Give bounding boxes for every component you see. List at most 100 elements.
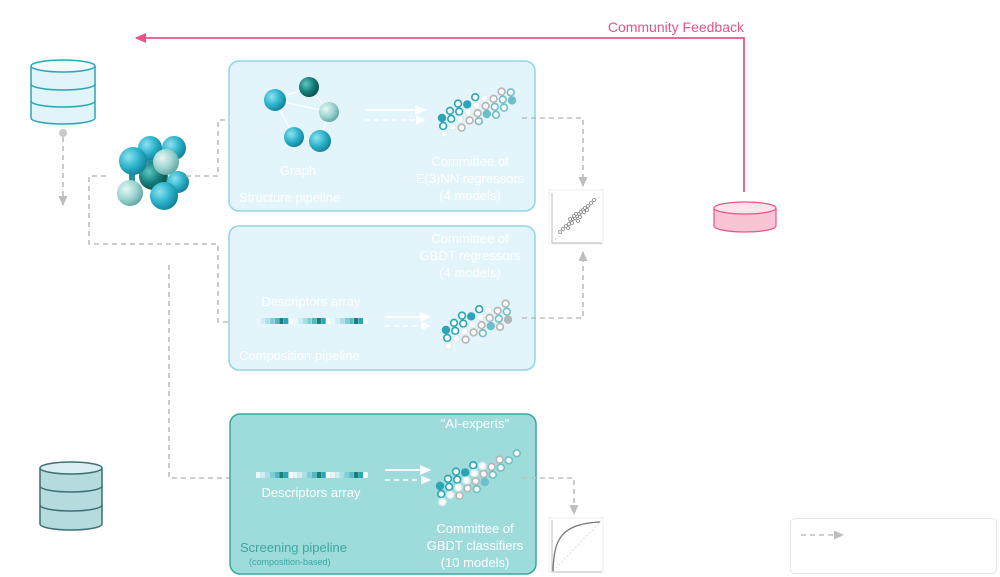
screening-committee-line-3: (10 models): [441, 555, 510, 570]
model-circle: [445, 106, 455, 116]
descriptor-cell: [256, 318, 261, 324]
model-circle: [471, 477, 480, 486]
screening-pipeline-panel: "AI-experts" Descriptors array Committee…: [229, 413, 537, 575]
model-circle: [445, 482, 454, 491]
graph-label: Graph: [280, 163, 316, 178]
model-circle: [501, 299, 510, 308]
descriptor-cell: [298, 318, 303, 324]
screening-committee-line-1: Committee of: [436, 521, 514, 536]
descriptor-cell: [340, 472, 345, 478]
descriptor-cell: [270, 318, 275, 324]
model-circle: [455, 491, 464, 500]
descriptor-cell: [256, 472, 261, 478]
model-circle: [512, 449, 521, 458]
screening-descriptors-array: [256, 472, 368, 478]
composition-committee-line-3: (4 models): [439, 265, 500, 280]
community-feedback-loop: Community Feedback: [134, 19, 777, 233]
composition-pipeline-panel: Committee of GBDT regressors (4 models) …: [228, 225, 536, 371]
model-circle: [468, 320, 477, 329]
model-circle: [503, 315, 513, 324]
descriptor-cell: [349, 472, 354, 478]
model-circle: [484, 305, 493, 315]
descriptor-cell: [363, 472, 368, 478]
descriptor-cell: [321, 472, 326, 478]
model-circle: [465, 116, 474, 125]
ai-experts-label: "AI-experts": [441, 416, 510, 431]
dashed-arrow-legend-icon: [801, 530, 845, 540]
feedback-database-icon: [713, 201, 777, 233]
model-circle: [460, 327, 469, 336]
model-circle: [477, 321, 486, 330]
model-circle: [491, 110, 501, 120]
descriptor-cell: [260, 318, 265, 324]
model-circle: [440, 129, 449, 139]
descriptor-cell: [279, 472, 284, 478]
database-icon-top: [30, 59, 96, 125]
model-circle: [446, 490, 455, 499]
descriptor-cell: [354, 318, 359, 324]
descriptor-cell: [344, 318, 349, 324]
descriptor-cell: [312, 318, 317, 324]
roc-plot-icon: [548, 517, 604, 573]
descriptor-cell: [316, 472, 321, 478]
descriptor-cell: [302, 472, 307, 478]
model-circle: [463, 100, 472, 109]
descriptor-cell: [326, 472, 331, 478]
model-circle: [475, 305, 484, 314]
model-circle: [493, 306, 502, 315]
model-circle: [462, 476, 471, 485]
descriptor-cell: [330, 318, 335, 324]
model-circle: [474, 116, 483, 126]
model-circle: [469, 461, 478, 470]
model-circle: [472, 100, 481, 110]
model-circle: [495, 455, 504, 464]
feedback-arrow: [134, 32, 745, 192]
descriptor-cell: [293, 318, 298, 324]
composition-committee-line-2: GBDT regressors: [420, 248, 521, 263]
model-circle: [461, 468, 470, 477]
database-icon-bottom: [39, 461, 103, 531]
model-circle: [443, 474, 453, 483]
model-circle: [435, 481, 445, 491]
descriptor-cell: [284, 318, 289, 324]
screening-pipeline-subname: (composition-based): [249, 557, 331, 567]
composition-pipeline-name: Composition pipeline: [239, 348, 360, 363]
composition-descriptors-array: [256, 318, 368, 324]
model-circle: [480, 93, 489, 103]
model-circle: [495, 322, 505, 331]
model-circle: [496, 463, 505, 472]
model-circle: [444, 341, 453, 351]
model-circle: [482, 109, 491, 119]
model-circle: [486, 321, 495, 331]
community-feedback-label: Community Feedback: [608, 19, 745, 35]
descriptor-cell: [335, 472, 340, 478]
model-circle: [480, 477, 489, 487]
model-circle: [448, 122, 457, 132]
descriptor-cell: [344, 472, 349, 478]
model-circle: [451, 326, 460, 335]
screening-descriptors-label: Descriptors array: [262, 485, 361, 500]
model-circle: [461, 335, 470, 344]
descriptor-cell: [358, 318, 363, 324]
model-circle: [438, 497, 447, 507]
screening-committee-line-2: GBDT classifiers: [427, 538, 524, 553]
model-circle: [453, 99, 463, 108]
descriptor-cell: [288, 318, 293, 324]
model-circle: [464, 108, 473, 117]
model-circle: [454, 483, 463, 492]
descriptor-cell: [279, 318, 284, 324]
descriptor-cell: [302, 318, 307, 324]
model-circle: [507, 96, 517, 105]
model-circle: [479, 469, 488, 479]
descriptor-cell: [274, 318, 279, 324]
descriptor-cell: [260, 472, 265, 478]
model-circle: [457, 123, 466, 132]
connector-dot: [59, 129, 67, 137]
descriptor-cell: [288, 472, 293, 478]
model-circle: [485, 313, 494, 323]
descriptor-cell: [265, 472, 270, 478]
model-circle: [452, 334, 461, 343]
model-circle: [441, 325, 451, 335]
legend-box: [790, 518, 997, 574]
composition-committee-cloud: [441, 299, 513, 351]
